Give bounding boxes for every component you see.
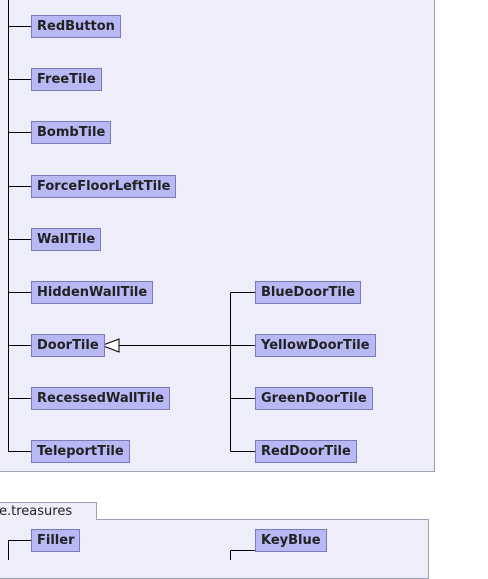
node-hidden-wall-tile[interactable]: HiddenWallTile [31,281,154,304]
node-red-button-label: RedButton [37,19,115,34]
node-red-button[interactable]: RedButton [31,15,121,38]
node-yellow-door-tile[interactable]: YellowDoorTile [255,334,376,357]
node-free-tile-label: FreeTile [37,72,96,87]
node-door-tile-label: DoorTile [37,338,99,353]
node-wall-tile-label: WallTile [37,232,96,247]
node-force-floor-left-tile[interactable]: ForceFloorLeftTile [31,175,177,198]
node-bomb-tile[interactable]: BombTile [31,121,112,144]
package-treasures-tab: e.treasures [0,502,97,520]
node-key-blue[interactable]: KeyBlue [255,529,327,552]
node-blue-door-tile[interactable]: BlueDoorTile [255,281,362,304]
node-teleport-tile-label: TeleportTile [37,444,124,459]
node-free-tile[interactable]: FreeTile [31,68,102,91]
node-filler-label: Filler [37,533,75,548]
node-door-tile[interactable]: DoorTile [31,334,105,357]
node-blue-door-tile-label: BlueDoorTile [261,285,356,300]
node-bomb-tile-label: BombTile [37,125,106,140]
node-recessed-wall-tile[interactable]: RecessedWallTile [31,387,171,410]
package-treasures-label: e.treasures [0,504,73,519]
node-red-door-tile[interactable]: RedDoorTile [255,440,357,463]
node-hidden-wall-tile-label: HiddenWallTile [37,285,148,300]
node-green-door-tile[interactable]: GreenDoorTile [255,387,373,410]
node-yellow-door-tile-label: YellowDoorTile [261,338,370,353]
node-force-floor-left-tile-label: ForceFloorLeftTile [37,179,171,194]
node-wall-tile[interactable]: WallTile [31,228,102,251]
connector-lines [8,0,255,560]
node-teleport-tile[interactable]: TeleportTile [31,440,130,463]
node-green-door-tile-label: GreenDoorTile [261,391,367,406]
node-filler[interactable]: Filler [31,529,81,552]
node-recessed-wall-tile-label: RecessedWallTile [37,391,165,406]
node-key-blue-label: KeyBlue [261,533,321,548]
node-red-door-tile-label: RedDoorTile [261,444,351,459]
generalization-arrowhead [100,338,120,353]
